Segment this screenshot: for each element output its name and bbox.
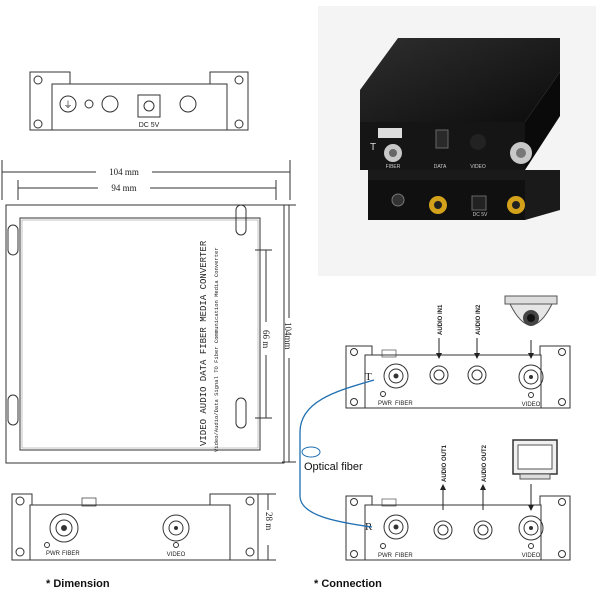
depth-inner-label: 66 m: [261, 330, 271, 348]
optical-fiber-label: Optical fiber: [304, 461, 363, 473]
dc-jack: [137, 94, 161, 118]
rx-outputs: AUDIO OUT1 AUDIO OUT2: [440, 439, 558, 511]
tx-fiber-label: FIBER: [395, 401, 413, 407]
product-photo: T FIBER DATA VIDEO DC 5V: [318, 6, 596, 276]
front-pwr-label: PWR: [46, 551, 61, 557]
ground-terminal: [59, 95, 77, 113]
photo-fiber-label: FIBER: [386, 164, 401, 170]
rx-video-label: VIDEO: [522, 553, 541, 559]
width-dimensions: 104 mm 94 mm: [1, 160, 291, 200]
tx-video-label: VIDEO: [522, 402, 541, 408]
tx-side-letter: T: [365, 371, 372, 383]
transmitter-unit: T PWR FIBER VIDEO: [345, 345, 571, 409]
height-label: 28 m: [264, 512, 274, 530]
tx-pwr-label: PWR: [378, 401, 393, 407]
front-video-label: VIDEO: [167, 552, 186, 558]
depth-dimensions: 66 m 104mm: [255, 204, 296, 463]
rx-pwr-label: PWR: [378, 553, 393, 559]
photo-t-label: T: [370, 142, 376, 153]
width-inner-label: 94 mm: [111, 183, 136, 193]
audio-out-2-label: AUDIO OUT2: [482, 444, 488, 482]
receiver-unit: R PWR FIBER VIDEO: [345, 495, 571, 561]
tx-inputs: AUDIO IN1 AUDIO IN2: [436, 295, 558, 359]
depth-outer-label: 104mm: [283, 322, 293, 350]
front-panel-drawing: PWR FIBER VIDEO: [11, 493, 259, 561]
photo-data-label: DATA: [434, 164, 447, 170]
audio-out-1-label: AUDIO OUT1: [442, 444, 448, 482]
front-fiber-label: FIBER: [62, 551, 80, 557]
width-outer-label: 104 mm: [109, 167, 139, 177]
ground-icon: ⏚: [63, 100, 72, 110]
rx-fiber-label: FIBER: [395, 553, 413, 559]
audio-in-1-label: AUDIO IN1: [438, 304, 444, 335]
optical-fiber-link: Optical fiber: [299, 379, 375, 528]
photo-video-label: VIDEO: [470, 164, 486, 170]
dc-label: DC 5V: [139, 122, 160, 129]
dome-camera-icon: [504, 295, 558, 326]
photo-dc-label: DC 5V: [473, 212, 488, 218]
rear-panel-drawing: ⏚ DC 5V: [29, 71, 249, 131]
audio-in-2-label: AUDIO IN2: [476, 304, 482, 335]
top-view-drawing: VIDEO AUDIO DATA FIBER MEDIA CONVERTER V…: [5, 204, 285, 464]
height-dimension: 28 m: [256, 493, 276, 561]
device-title: VIDEO AUDIO DATA FIBER MEDIA CONVERTER: [199, 240, 209, 446]
monitor-icon: [512, 439, 558, 480]
caption-connection: * Connection: [314, 578, 382, 590]
device-subtitle: Video/Audio/Data Signal TO Fiber Communi…: [213, 247, 220, 452]
caption-dimension: * Dimension: [46, 578, 110, 590]
